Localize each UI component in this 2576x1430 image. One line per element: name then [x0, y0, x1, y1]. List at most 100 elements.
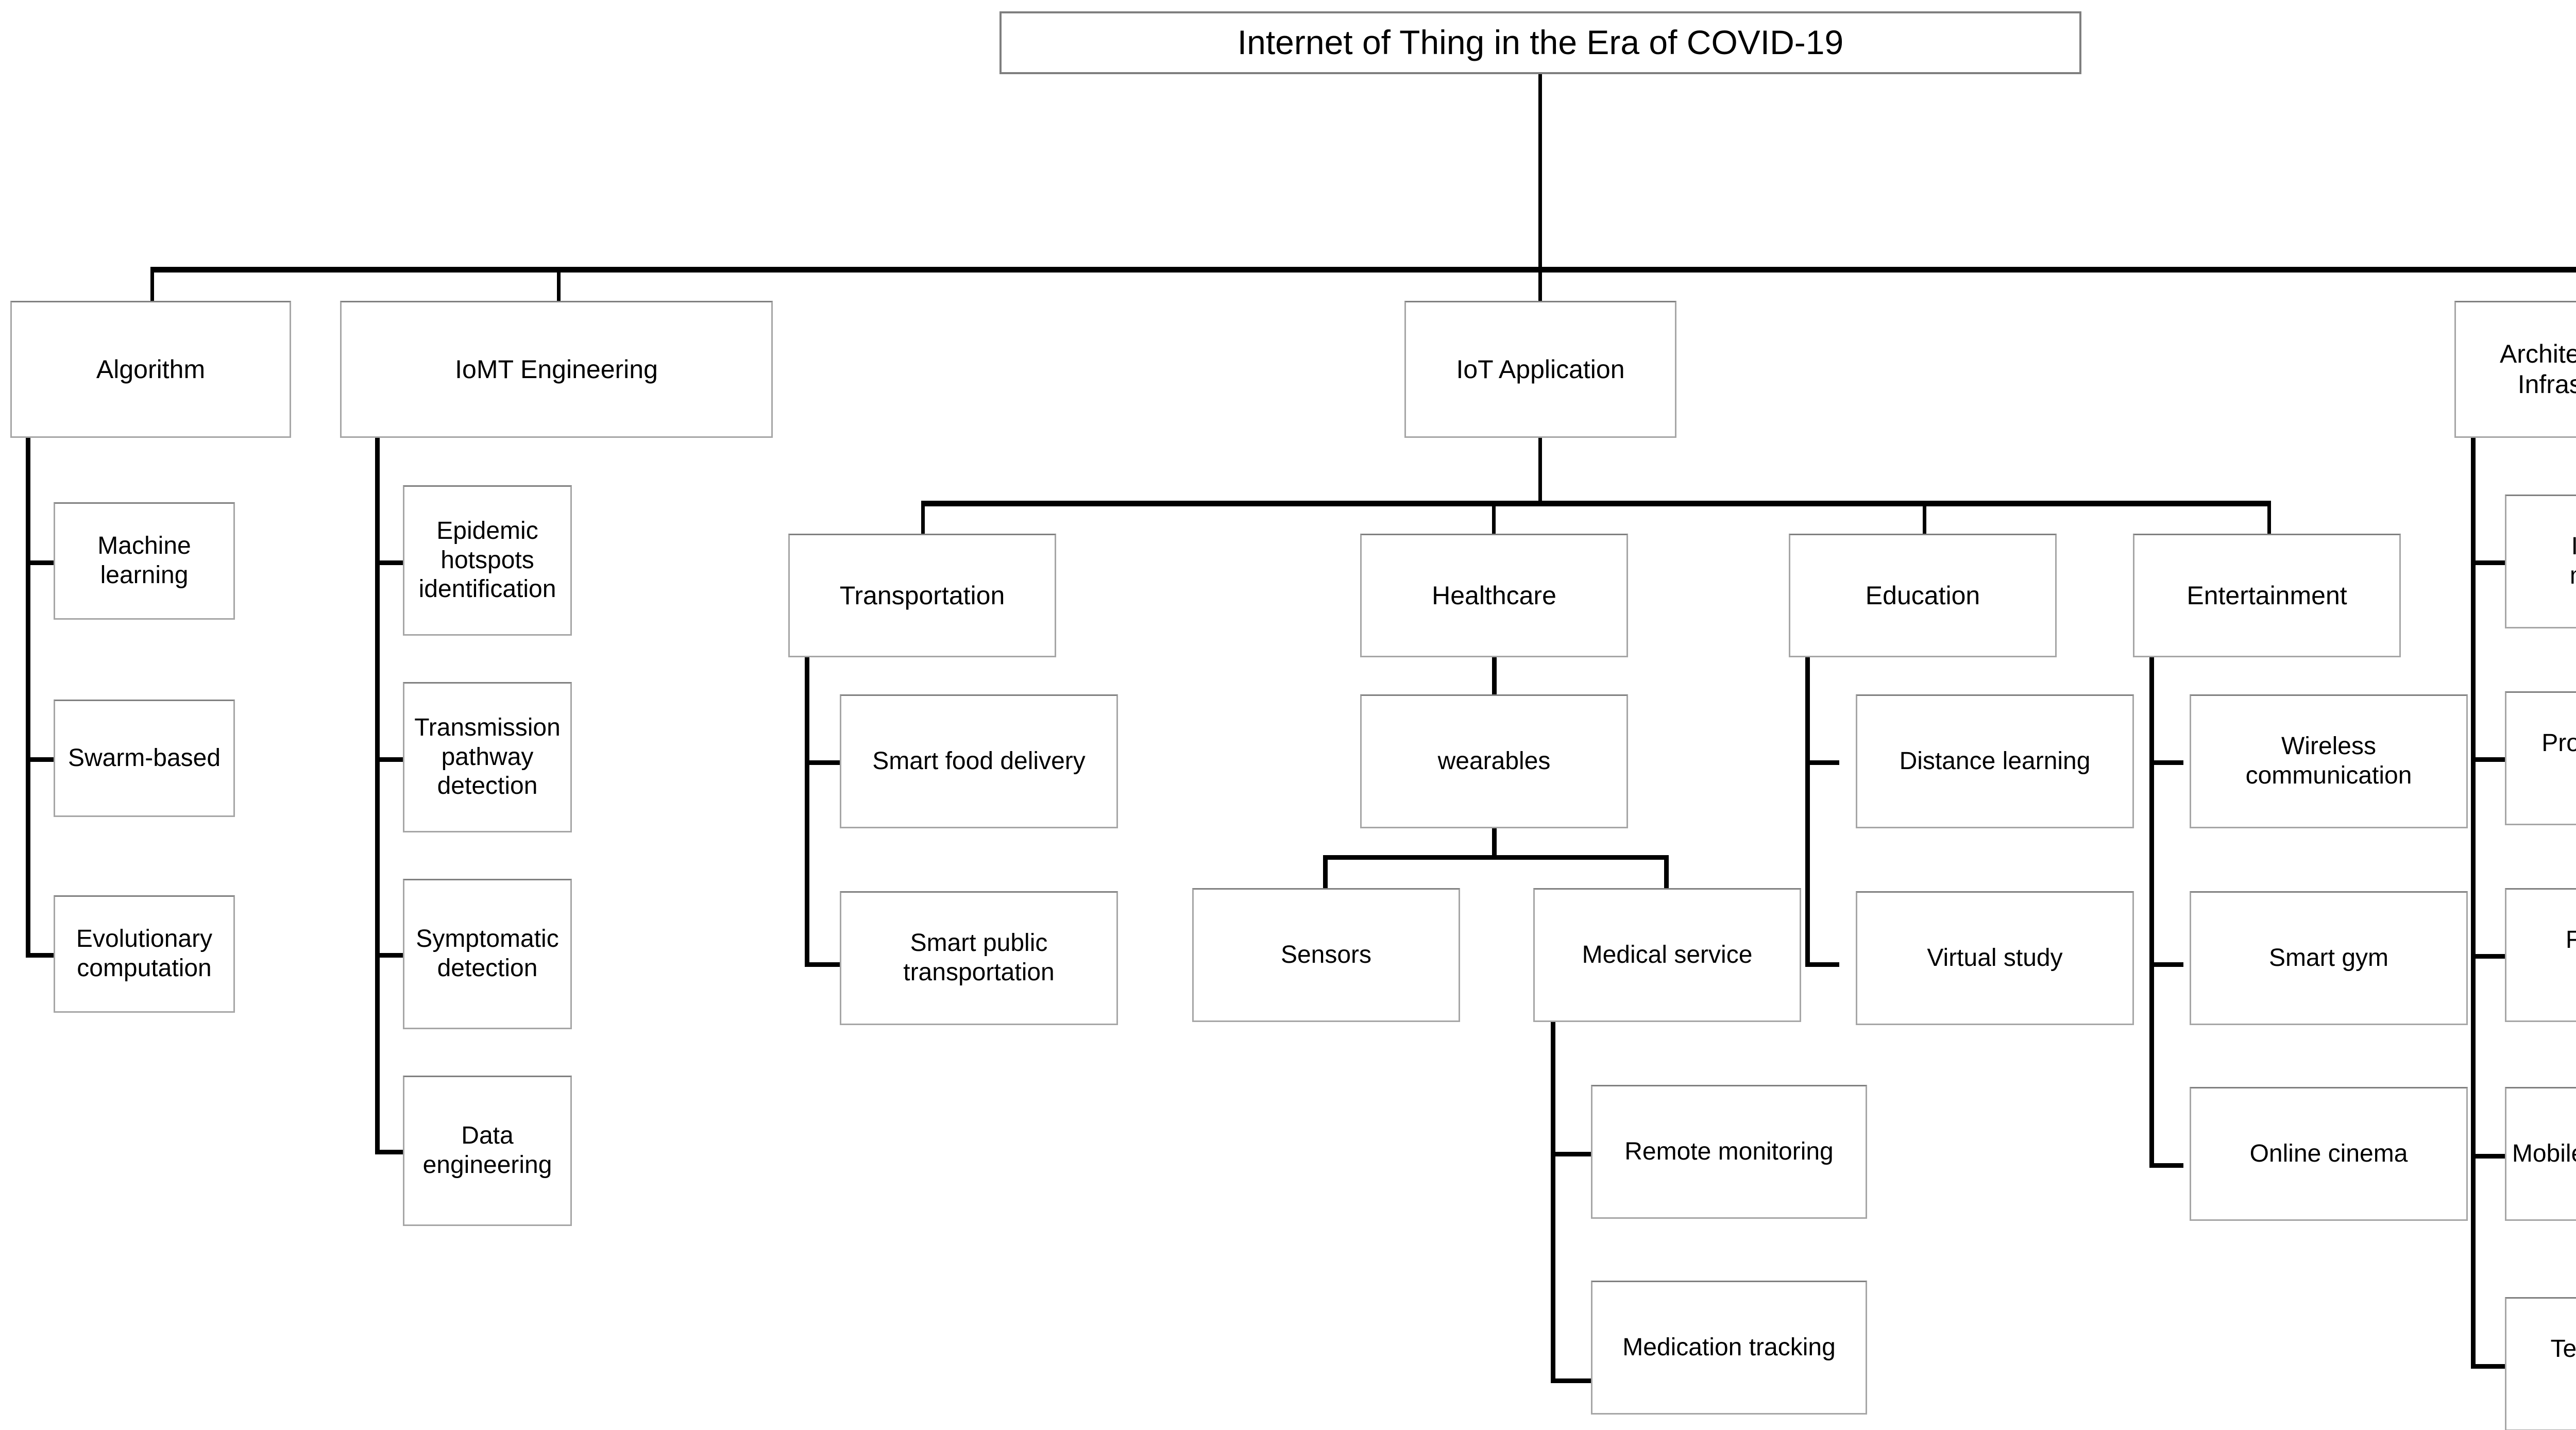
node-label: Distance learning: [1899, 747, 2091, 775]
node-architecture-infrastructure[interactable]: Architecture and Infrastructure: [2454, 301, 2576, 438]
connector-education-to-distance-learning: [1805, 760, 1839, 765]
node-prototype-and-tool-support[interactable]: Prototype and tool support: [2505, 691, 2576, 825]
connector-architecture-to-mobile-cloud: [2471, 1154, 2507, 1159]
connector-iomt-to-data-engineering: [375, 1150, 404, 1154]
connector-transportation-spine: [805, 657, 809, 966]
node-label: Entertainment: [2187, 581, 2347, 610]
connector-drop-education: [1923, 501, 1926, 536]
connector-drop-algorithm: [150, 267, 154, 302]
connector-transportation-to-smart-public: [805, 962, 841, 967]
node-healthcare[interactable]: Healthcare: [1360, 534, 1628, 657]
node-medical-service[interactable]: Medical service: [1533, 888, 1801, 1022]
node-smart-public-transportation[interactable]: Smart public transportation: [840, 891, 1118, 1025]
node-label: Smart public transportation: [903, 929, 1055, 986]
connector-drop-iot-application: [1538, 267, 1542, 302]
node-smart-gym[interactable]: Smart gym: [2190, 891, 2468, 1025]
node-label: Symptomatic detection: [416, 925, 559, 982]
connector-transportation-to-smart-food: [805, 760, 841, 765]
node-iot-application[interactable]: IoT Application: [1404, 301, 1676, 438]
connector-drop-transportation: [921, 501, 925, 536]
node-online-cinema[interactable]: Online cinema: [2190, 1087, 2468, 1221]
connector-education-to-virtual-study: [1805, 962, 1839, 967]
node-remote-monitoring[interactable]: Remote monitoring: [1591, 1085, 1867, 1219]
node-evolutionary-computation[interactable]: Evolutionary computation: [54, 895, 235, 1013]
node-label: IoMT Engineering: [455, 354, 658, 384]
connector-medical-service-spine: [1551, 1022, 1555, 1383]
node-virtual-study[interactable]: Virtual study: [1856, 891, 2134, 1025]
node-fog-and-edge-computing[interactable]: Fog and edge computing: [2505, 888, 2576, 1022]
connector-architecture-to-prototype: [2471, 757, 2507, 762]
node-label: Wireless communication: [2245, 733, 2412, 789]
connector-iomt-spine: [375, 438, 380, 1154]
node-technological-iot-innovation[interactable]: Technological iot innovation: [2505, 1297, 2576, 1430]
node-wireless-communication[interactable]: Wireless communication: [2190, 694, 2468, 828]
connector-iot-application-bus: [921, 501, 2271, 506]
node-root-title[interactable]: Internet of Thing in the Era of COVID-19: [999, 11, 2081, 74]
connector-wearables-stem: [1492, 828, 1497, 859]
connector-drop-medical-service: [1664, 855, 1669, 890]
node-data-engineering[interactable]: Data engineering: [403, 1076, 572, 1226]
node-label: IoT Application: [1456, 354, 1625, 384]
node-label: Fog and edge computing: [2565, 926, 2576, 954]
connector-architecture-spine: [2471, 438, 2476, 1368]
connector-education-spine: [1805, 657, 1810, 966]
node-label: Medical service: [1582, 941, 1753, 968]
node-smart-food-delivery[interactable]: Smart food delivery: [840, 694, 1118, 828]
node-iot-pandemic-management[interactable]: Iot pandemic management: [2505, 495, 2576, 628]
node-transmission-pathway-detection[interactable]: Transmission pathway detection: [403, 682, 572, 832]
node-label: Technological iot innovation: [2550, 1335, 2576, 1363]
node-label: Medication tracking: [1622, 1333, 1836, 1361]
node-iomt-engineering[interactable]: IoMT Engineering: [340, 301, 773, 438]
node-symptomatic-detection[interactable]: Symptomatic detection: [403, 879, 572, 1029]
connector-medical-to-medication-tracking: [1551, 1378, 1592, 1383]
connector-iot-application-stem: [1538, 438, 1542, 504]
node-label: Smart food delivery: [872, 747, 1086, 775]
node-algorithm[interactable]: Algorithm: [10, 301, 291, 438]
node-label: Epidemic hotspots identification: [418, 517, 556, 603]
node-entertainment[interactable]: Entertainment: [2133, 534, 2401, 657]
connector-algorithm-to-evolutionary: [26, 953, 55, 958]
connector-drop-sensors: [1323, 855, 1328, 890]
node-label: Machine learning: [97, 532, 191, 589]
node-label: Virtual study: [1927, 944, 2063, 972]
node-epidemic-hotspots-identification[interactable]: Epidemic hotspots identification: [403, 485, 572, 636]
connector-algorithm-to-machine-learning: [26, 560, 55, 565]
node-distance-learning[interactable]: Distance learning: [1856, 694, 2134, 828]
node-label: Architecture and Infrastructure: [2499, 339, 2576, 399]
node-medication-tracking[interactable]: Medication tracking: [1591, 1281, 1867, 1415]
node-swarm-based[interactable]: Swarm-based: [54, 700, 235, 817]
connector-root-stem: [1538, 74, 1542, 269]
node-label: wearables: [1437, 747, 1551, 775]
node-sensors[interactable]: Sensors: [1192, 888, 1460, 1022]
node-label: Data engineering: [422, 1122, 552, 1179]
node-label: Transmission pathway detection: [414, 714, 561, 800]
node-education[interactable]: Education: [1789, 534, 2057, 657]
connector-drop-iomt: [557, 267, 561, 302]
connector-architecture-to-fog-edge: [2471, 954, 2507, 959]
node-label: Swarm-based: [67, 744, 221, 772]
node-label: Iot pandemic management: [2570, 533, 2576, 589]
node-label: Healthcare: [1432, 581, 1556, 610]
node-label: Internet of Thing in the Era of COVID-19: [1237, 23, 1844, 62]
connector-iomt-to-symptomatic: [375, 953, 404, 958]
node-label: Algorithm: [96, 354, 206, 384]
node-machine-learning[interactable]: Machine learning: [54, 502, 235, 620]
node-label: Remote monitoring: [1624, 1137, 1834, 1165]
connector-algorithm-spine: [26, 438, 30, 957]
connector-iomt-to-epidemic: [375, 560, 404, 565]
connector-drop-healthcare: [1492, 501, 1496, 536]
node-transportation[interactable]: Transportation: [788, 534, 1056, 657]
node-wearables[interactable]: wearables: [1360, 694, 1628, 828]
node-mobile-cloud-computing[interactable]: Mobile cloud computing: [2505, 1087, 2576, 1221]
connector-architecture-to-iot-pandemic: [2471, 560, 2507, 565]
connector-algorithm-to-swarm-based: [26, 757, 55, 762]
connector-entertainment-to-wireless: [2149, 760, 2183, 765]
node-label: Prototype and tool support: [2541, 729, 2576, 757]
connector-wearables-bus: [1323, 855, 1668, 860]
connector-iomt-to-transmission: [375, 757, 404, 762]
connector-root-bus: [150, 267, 2576, 273]
node-label: Online cinema: [2249, 1139, 2408, 1167]
connector-healthcare-to-wearables: [1492, 657, 1497, 695]
connector-architecture-to-technological-iot: [2471, 1364, 2507, 1369]
